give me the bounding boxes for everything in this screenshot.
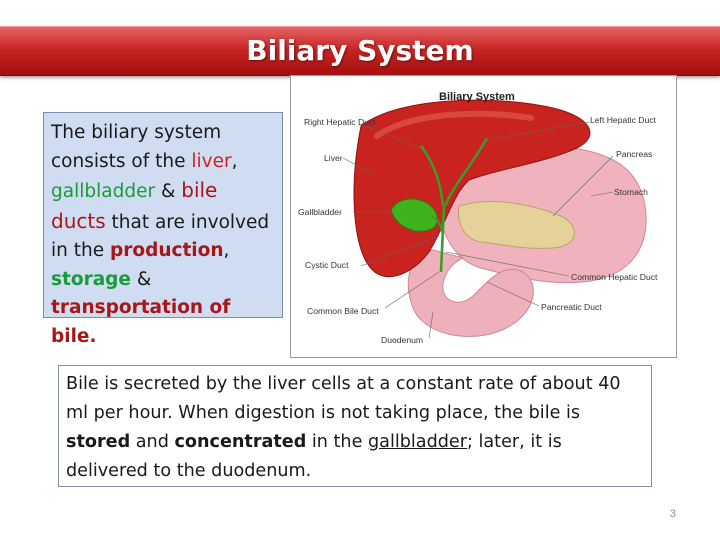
duodenum-shape — [407, 249, 534, 337]
label-liver: Liver — [324, 153, 343, 163]
info-text-1: The biliary system consists of the — [51, 122, 222, 172]
label-gallbladder: Gallbladder — [298, 207, 342, 217]
info-liver: liver — [191, 150, 232, 172]
info-text-6: & — [130, 268, 152, 290]
biliary-illustration: Biliary System Right Hepatic Duct Left H… — [298, 91, 658, 345]
bile-text-3: in the — [306, 432, 369, 452]
diagram-title: Biliary System — [439, 91, 515, 103]
bile-box: Bile is secreted by the liver cells at a… — [58, 365, 652, 487]
biliary-diagram: Biliary System Right Hepatic Duct Left H… — [290, 75, 677, 358]
page-number: 3 — [669, 508, 676, 520]
label-common-hepatic-duct: Common Hepatic Duct — [571, 272, 658, 282]
slide-title: Biliary System — [246, 34, 474, 67]
info-text-4: that are involved in the — [51, 211, 270, 262]
bile-gallbladder: gallbladder — [368, 432, 467, 452]
label-common-bile-duct: Common Bile Duct — [307, 306, 379, 316]
pancreas-shape — [458, 201, 575, 249]
info-text-2: , — [231, 150, 238, 172]
info-gallbladder: gallbladder — [51, 181, 156, 202]
label-left-hepatic-duct: Left Hepatic Duct — [590, 115, 657, 125]
info-text-5: , — [223, 240, 230, 261]
info-box: The biliary system consists of the liver… — [43, 112, 283, 347]
info-bile-ducts: bile ducts — [51, 178, 218, 233]
bile-concentrated: concentrated — [174, 432, 307, 452]
bile-text-1: Bile is secreted by the liver cells at a… — [66, 374, 621, 423]
title-bar: Biliary System — [0, 26, 720, 76]
liver-shape — [353, 99, 591, 278]
label-stomach: Stomach — [614, 187, 648, 197]
info-production: production — [110, 240, 224, 261]
hepatic-duct-shape — [419, 137, 489, 273]
info-transportation: transportation of bile. — [51, 297, 231, 347]
bile-stored: stored — [66, 432, 131, 452]
label-cystic-duct: Cystic Duct — [305, 260, 349, 270]
label-right-hepatic-duct: Right Hepatic Duct — [304, 117, 376, 127]
label-duodenum: Duodenum — [381, 335, 423, 345]
info-storage: storage — [51, 268, 131, 290]
info-text-3: & — [155, 181, 182, 202]
bile-text-2: and — [130, 432, 175, 452]
label-pancreas: Pancreas — [616, 149, 652, 159]
label-pancreatic-duct: Pancreatic Duct — [541, 302, 602, 312]
bile-text-4: ; later, it is delivered to the duodenum… — [66, 432, 562, 481]
